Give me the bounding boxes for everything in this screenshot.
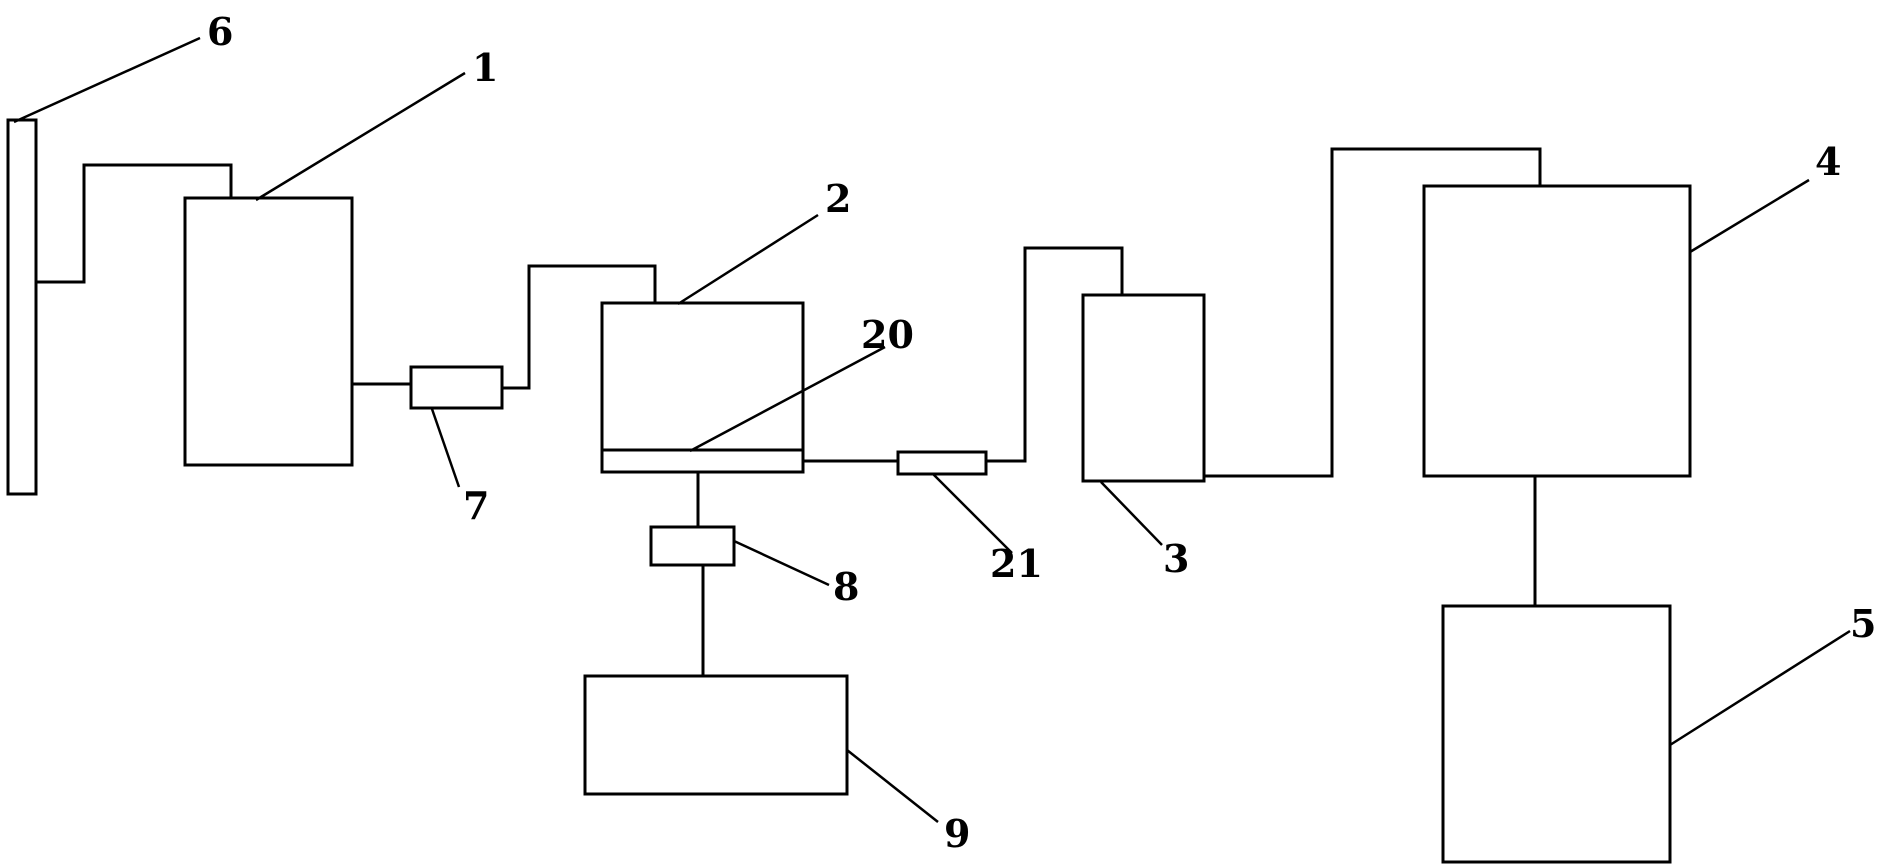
leader-20 — [689, 345, 886, 453]
component-8-box — [649, 525, 736, 567]
component-4-box — [1422, 184, 1692, 478]
label-6: 6 — [207, 9, 233, 54]
leader-8 — [733, 539, 830, 587]
component-21-connector — [896, 450, 988, 476]
wire-7-to-2 — [502, 264, 657, 390]
component-9-box — [583, 674, 849, 796]
label-4: 4 — [1815, 139, 1841, 184]
label-21: 21 — [990, 541, 1043, 586]
wire-6-to-1 — [36, 163, 233, 284]
leader-4 — [1689, 178, 1810, 254]
leader-1 — [255, 71, 466, 202]
label-3: 3 — [1163, 536, 1189, 581]
label-1: 1 — [472, 45, 498, 90]
leader-5 — [1669, 629, 1851, 747]
label-20: 20 — [861, 312, 914, 357]
leader-3 — [1100, 481, 1163, 546]
component-1-box — [183, 196, 354, 467]
leader-9 — [846, 749, 939, 823]
label-5: 5 — [1850, 601, 1876, 646]
label-7: 7 — [463, 483, 489, 528]
component-7-connector — [409, 365, 504, 410]
component-5-box — [1441, 604, 1672, 864]
leader-21 — [932, 473, 1013, 554]
leader-6 — [13, 36, 201, 124]
component-3-box — [1081, 293, 1206, 483]
leader-7 — [430, 408, 461, 488]
leader-2 — [677, 213, 819, 306]
component-20-strip — [600, 448, 805, 474]
wire-3-to-4 — [1204, 147, 1542, 478]
component-6-plate — [6, 118, 38, 496]
wire-21-to-3 — [986, 246, 1124, 463]
component-2-box — [600, 301, 805, 474]
label-8: 8 — [833, 564, 859, 609]
label-2: 2 — [825, 176, 851, 221]
label-9: 9 — [944, 811, 970, 856]
